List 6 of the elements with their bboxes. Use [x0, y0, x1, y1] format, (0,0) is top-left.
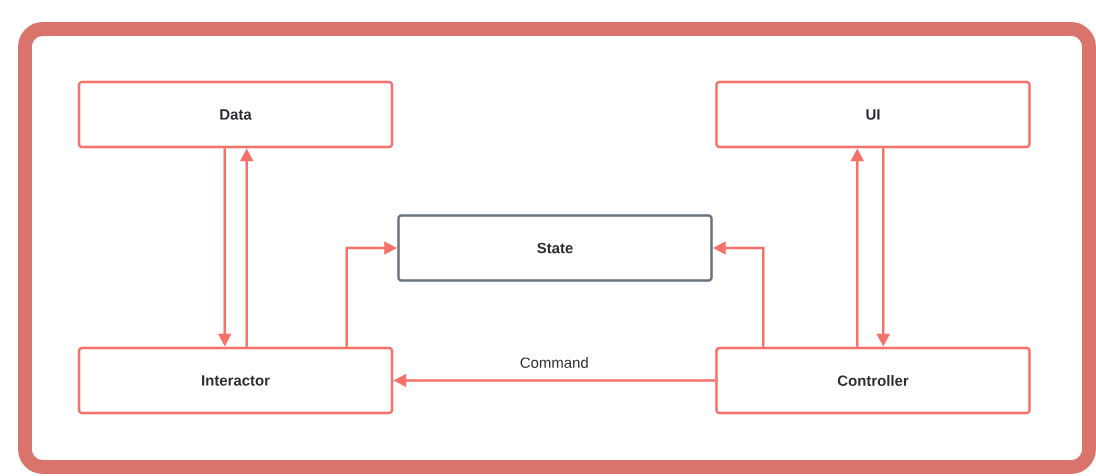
- process-box: Data: [77, 80, 394, 149]
- edge-label: Command: [518, 356, 590, 369]
- process-box: Controller: [715, 346, 1031, 415]
- process-box: Interactor: [77, 346, 394, 415]
- process-box: State: [397, 214, 713, 282]
- process-box: UI: [715, 80, 1031, 149]
